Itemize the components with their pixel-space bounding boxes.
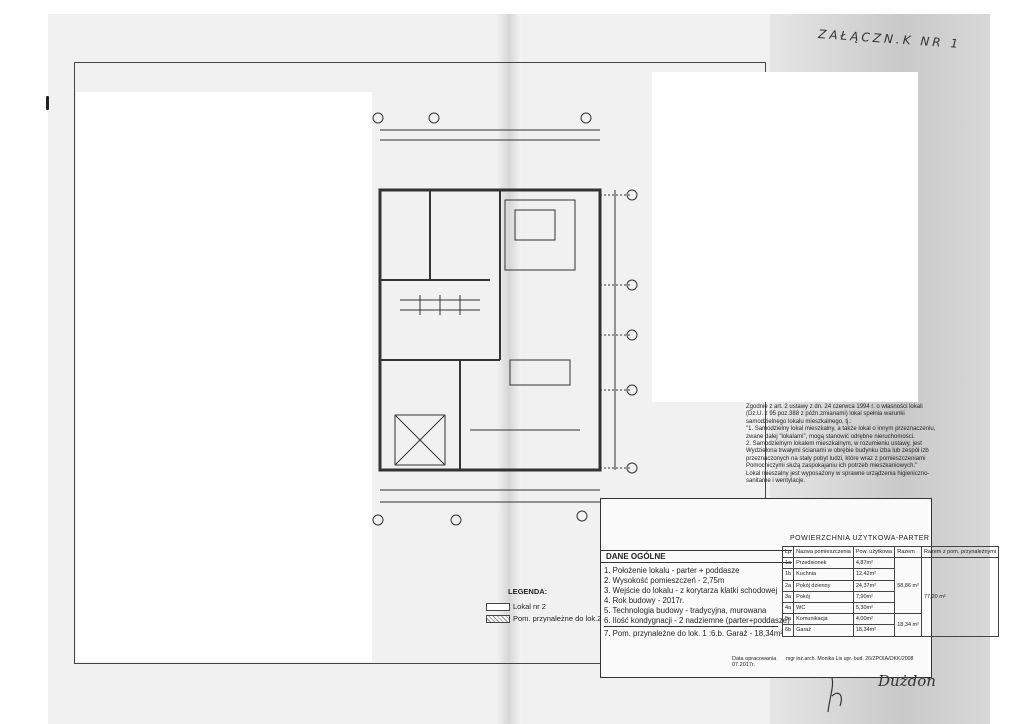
legend-swatch [486,602,510,611]
list-item: 4. Rok budowy - 2017r. [604,596,685,605]
date-box: Data opracowania 07.2017r. [732,656,777,668]
table-row: 5a Komunikacja 4,00m² 18,34 m² [781,613,999,637]
total-living: 58,86 m² [894,557,922,615]
general-data-list: 1. Położenie lokalu - parter + poddasze … [604,566,790,626]
table-row: 3a Pokój 7,90m² [781,590,999,603]
total-garage: 18,34 m² [894,613,922,637]
table-row: 1a Przedsionek 4,87m² 58,86 m² 77,20 m² [781,557,1000,637]
list-item: 3. Wejście do lokalu - z korytarza klatk… [604,586,778,595]
designer-line: mgr inż.arch. Monika Lis upr. bud. 26/ZP… [786,656,914,662]
garage-line: 7. Pom. przynależne do lok. 1 :6.b. Gara… [604,626,783,638]
redacted-area [652,72,918,402]
legend-item-unit: Lokal nr 2 [486,602,546,611]
ownership-statement: Zgodnie z art. 2 ustawy z dn. 24 czerwca… [746,404,936,485]
list-item: 1. Położenie lokalu - parter + poddasze [604,566,740,575]
table-row: 6b Garaż 18,34m² [781,624,999,637]
list-item: 2. Wysokość pomieszczeń - 2,75m [604,576,725,585]
legend-item-ancillary: Pom. przynależne do lok.2 [486,614,601,623]
signature-mark [827,677,842,713]
list-item: 6. Ilość kondygnacji - 2 nadziemne (part… [604,616,790,625]
table-row: 2a Pokój dzienny 24,37m² [781,579,999,592]
surface-table: Lp Nazwa pomieszczenia Pow. użytkowa Raz… [781,536,1000,666]
legend-swatch [486,614,510,623]
legend-title: LEGENDA: [508,587,548,596]
list-item: 5. Technologia budowy - tradycyjna, muro… [604,606,767,615]
redacted-area [76,92,372,662]
table-header-row: Lp Nazwa pomieszczenia Pow. użytkowa Raz… [781,545,1000,559]
signature: Dużdon [878,672,936,690]
surface-title: POWIERZCHNIA UŻYTKOWA-PARTER [790,535,930,542]
floor-plan [372,112,638,526]
punch-mark [46,96,49,110]
general-data-heading: DANE OGÓLNE [600,550,792,563]
total-all: 77,20 m² [920,557,1000,637]
